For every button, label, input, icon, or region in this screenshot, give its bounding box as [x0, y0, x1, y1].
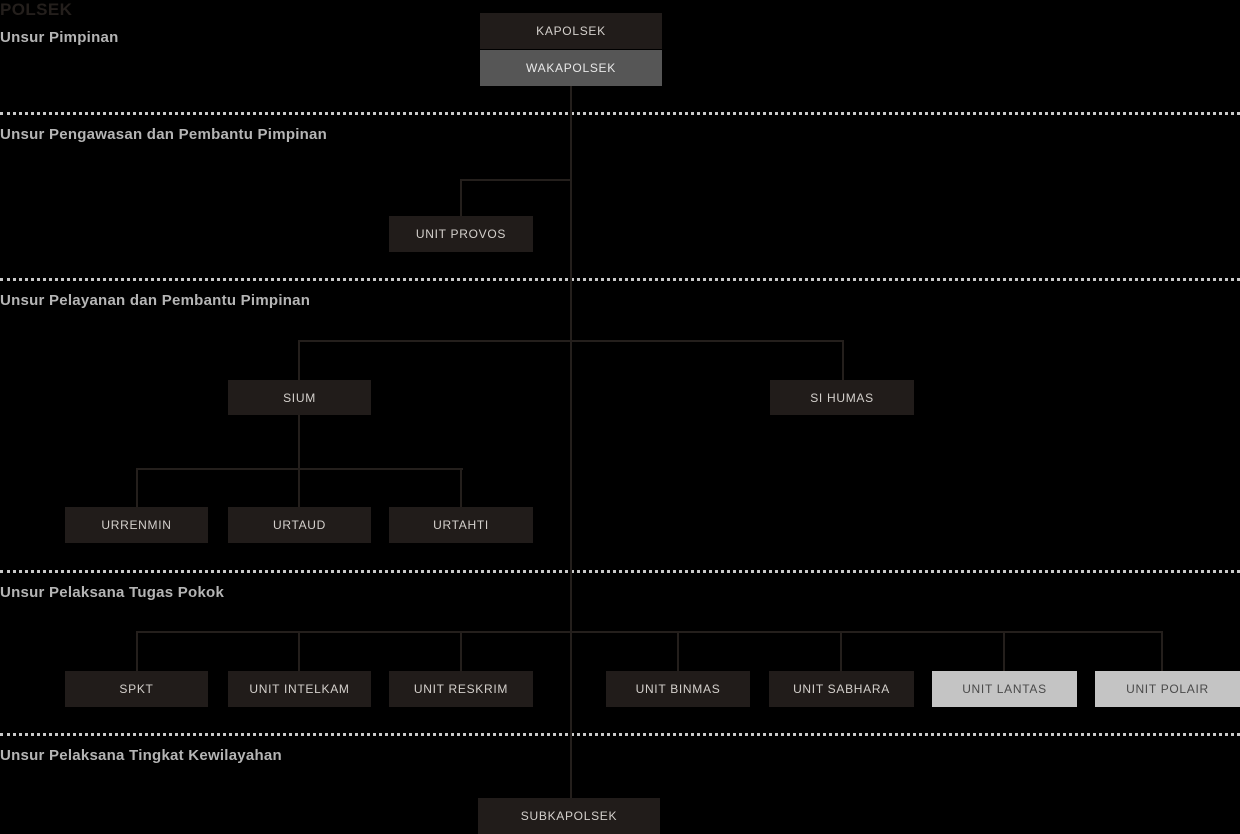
connector-sium-drop [298, 340, 300, 380]
connector-tugas-pokok-horizontal [137, 631, 1163, 633]
connector-urtahti-drop [460, 468, 462, 507]
connector-urrenmin-drop [136, 468, 138, 507]
section-label-unsur-pimpinan: Unsur Pimpinan [0, 29, 119, 46]
divider-pengawasan [0, 112, 1240, 115]
node-unit-reskrim[interactable]: UNIT RESKRIM [389, 671, 533, 707]
connector-binmas-drop [677, 631, 679, 671]
section-label-unsur-pengawasan: Unsur Pengawasan dan Pembantu Pimpinan [0, 126, 328, 143]
node-unit-sabhara[interactable]: UNIT SABHARA [769, 671, 914, 707]
node-si-humas[interactable]: SI HUMAS [770, 380, 914, 415]
node-wakapolsek[interactable]: WAKAPOLSEK [480, 50, 662, 86]
node-subkapolsek[interactable]: SUBKAPOLSEK [478, 798, 660, 834]
node-urtahti[interactable]: URTAHTI [389, 507, 533, 543]
node-spkt[interactable]: SPKT [65, 671, 208, 707]
divider-tugas-pokok [0, 570, 1240, 573]
node-unit-provos[interactable]: UNIT PROVOS [389, 216, 533, 252]
connector-polair-drop [1161, 631, 1163, 671]
connector-provos-drop [460, 179, 462, 217]
node-unit-lantas[interactable]: UNIT LANTAS [932, 671, 1077, 707]
connector-sium-stem [298, 415, 300, 468]
node-unit-intelkam[interactable]: UNIT INTELKAM [228, 671, 371, 707]
node-urrenmin[interactable]: URRENMIN [65, 507, 208, 543]
divider-pelayanan [0, 278, 1240, 281]
connector-lantas-drop [1003, 631, 1005, 671]
connector-spkt-drop [136, 631, 138, 671]
connector-sabhara-drop [840, 631, 842, 671]
connector-main-trunk [570, 86, 572, 798]
section-label-unsur-pelaksana-tugas-pokok: Unsur Pelaksana Tugas Pokok [0, 584, 225, 601]
connector-sihumas-drop [842, 340, 844, 380]
connector-sium-children-horizontal [137, 468, 463, 470]
connector-reskrim-drop [460, 631, 462, 671]
node-kapolsek[interactable]: KAPOLSEK [480, 13, 662, 49]
section-label-unsur-pelaksana-kewilayahan: Unsur Pelaksana Tingkat Kewilayahan [0, 747, 282, 764]
node-sium[interactable]: SIUM [228, 380, 371, 415]
connector-intelkam-drop [298, 631, 300, 671]
connector-urtaud-drop [298, 468, 300, 507]
node-unit-polair[interactable]: UNIT POLAIR [1095, 671, 1240, 707]
connector-provos-horizontal [461, 179, 572, 181]
node-urtaud[interactable]: URTAUD [228, 507, 371, 543]
connector-pelayanan-horizontal [299, 340, 844, 342]
section-label-unsur-pelayanan: Unsur Pelayanan dan Pembantu Pimpinan [0, 292, 311, 309]
divider-kewilayahan [0, 733, 1240, 736]
node-unit-binmas[interactable]: UNIT BINMAS [606, 671, 750, 707]
page-title: POLSEK [0, 0, 73, 19]
